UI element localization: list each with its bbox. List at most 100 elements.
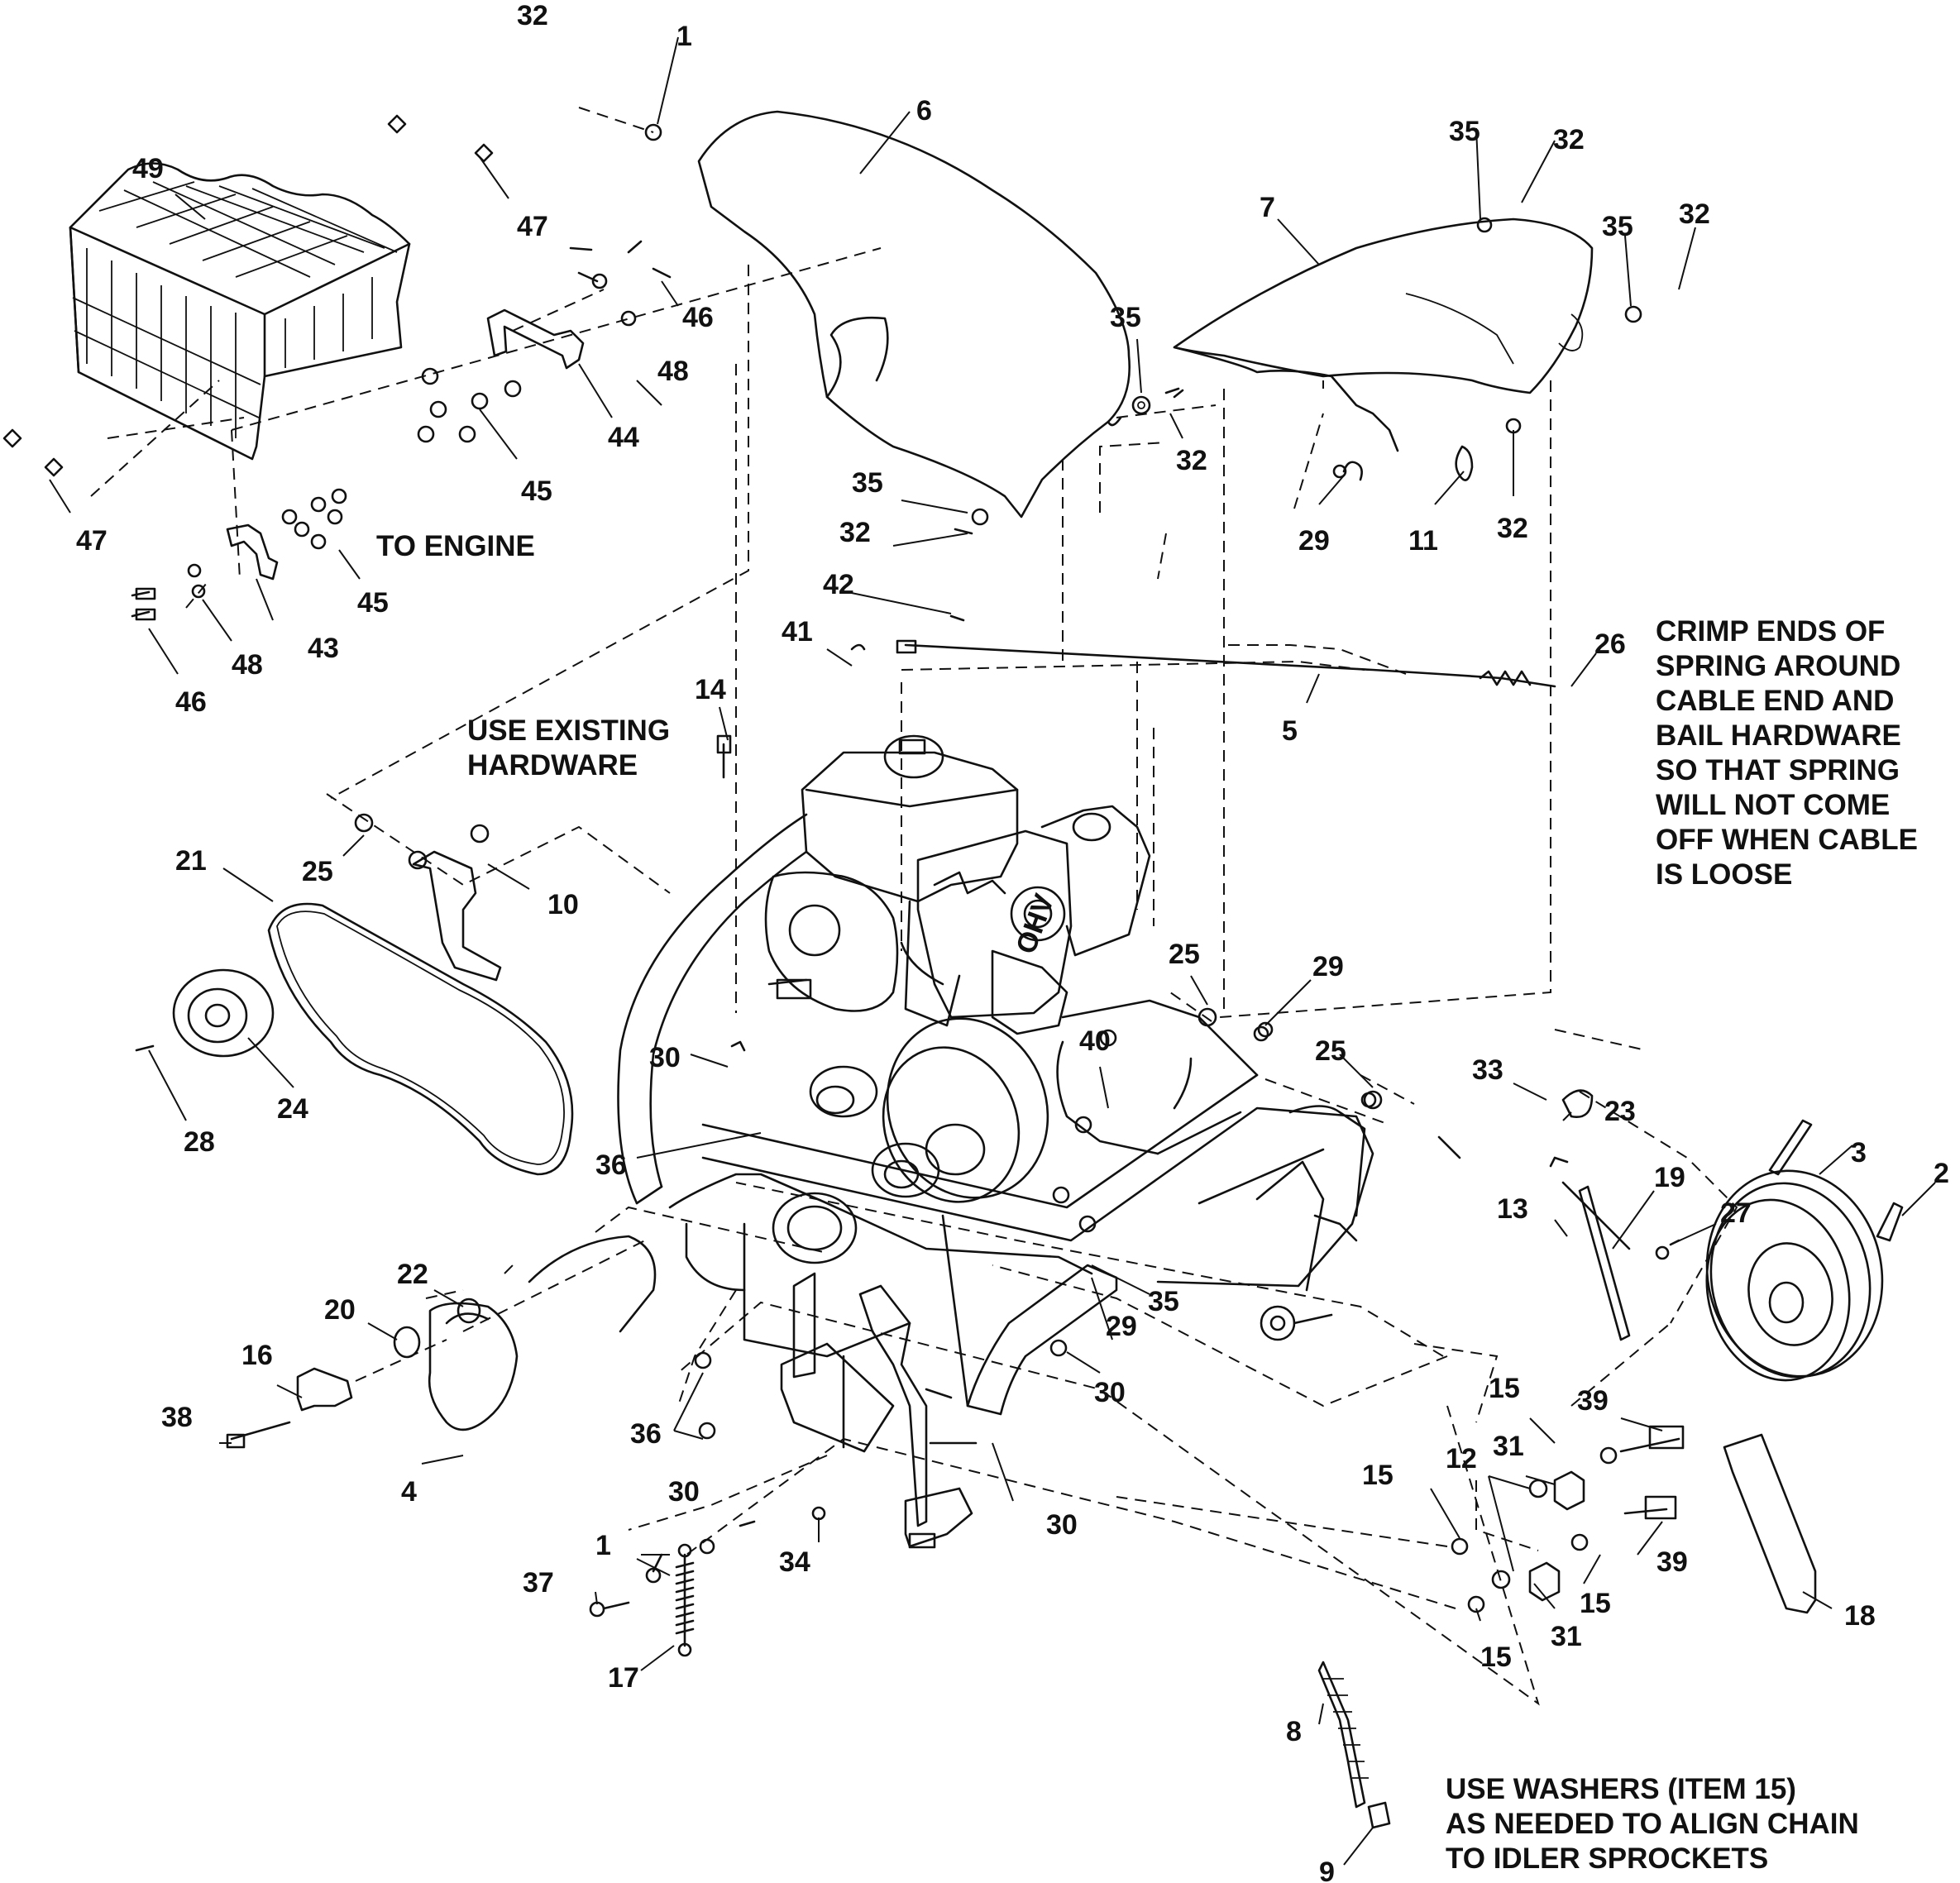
callout-17: 17 <box>608 1662 639 1694</box>
master-link <box>1367 1801 1391 1829</box>
callout-44: 44 <box>608 422 639 453</box>
callout-10: 10 <box>547 889 579 920</box>
drive-wheel <box>1705 1169 1904 1382</box>
callout-47: 47 <box>517 211 548 242</box>
note-crimp-line-2: SPRING AROUND <box>1656 650 1900 682</box>
bracket-44 <box>486 308 585 370</box>
callout-41: 41 <box>782 616 813 648</box>
note-crimp-line-4: BAIL HARDWARE <box>1656 719 1901 752</box>
callout-12: 12 <box>1446 1443 1477 1474</box>
callout-16: 16 <box>241 1340 273 1371</box>
callout-30: 30 <box>668 1476 700 1508</box>
callout-9: 9 <box>1319 1857 1335 1883</box>
callout-46: 46 <box>682 302 714 333</box>
callout-15: 15 <box>1480 1642 1512 1673</box>
callout-42: 42 <box>823 569 854 600</box>
callout-30: 30 <box>1046 1509 1078 1541</box>
callout-35: 35 <box>852 467 883 499</box>
assembly-lines <box>90 107 1738 1706</box>
callout-23: 23 <box>1604 1096 1636 1127</box>
lever-assembly <box>780 1272 978 1549</box>
callout-18: 18 <box>1844 1600 1876 1632</box>
callout-29: 29 <box>1312 951 1344 982</box>
callout-35: 35 <box>1148 1286 1179 1317</box>
callout-26: 26 <box>1594 628 1626 660</box>
callout-1: 1 <box>595 1530 611 1561</box>
callout-11: 11 <box>1408 525 1438 557</box>
engine-badge: OHV <box>1010 890 1060 958</box>
parts-artwork: OHV <box>2 110 1904 1829</box>
note-crimp-line-5: SO THAT SPRING <box>1656 754 1900 786</box>
note-use-existing-line-1: USE EXISTING <box>467 714 670 747</box>
callout-43: 43 <box>308 633 339 664</box>
callout-15: 15 <box>1580 1588 1611 1619</box>
note-crimp-line-1: CRIMP ENDS OF <box>1656 615 1885 648</box>
callout-35: 35 <box>1602 211 1633 242</box>
drive-chain <box>1317 1661 1366 1809</box>
callout-39: 39 <box>1577 1385 1609 1417</box>
tube-guard <box>528 1235 657 1333</box>
note-washers-line-2: AS NEEDED TO ALIGN CHAIN <box>1446 1808 1859 1840</box>
note-crimp-line-6: WILL NOT COME <box>1656 789 1890 821</box>
callout-29: 29 <box>1298 525 1330 557</box>
callout-47: 47 <box>76 525 108 557</box>
callout-30: 30 <box>1094 1377 1126 1408</box>
idler-pulley <box>135 968 275 1058</box>
callout-31: 31 <box>1551 1621 1582 1652</box>
callout-labels: 32 1 6 49 47 46 48 44 45 47 45 43 48 46 … <box>76 0 1949 1883</box>
callout-32: 32 <box>1679 198 1710 230</box>
callout-35: 35 <box>1449 116 1480 147</box>
callout-28: 28 <box>184 1126 215 1158</box>
callout-15: 15 <box>1489 1373 1520 1404</box>
callout-25: 25 <box>302 856 333 887</box>
small-hardware <box>2 114 1813 1618</box>
bracket-16 <box>296 1367 353 1412</box>
clutch-assembly <box>772 1017 1049 1264</box>
callout-31: 31 <box>1493 1431 1524 1462</box>
callout-7: 7 <box>1260 192 1275 223</box>
callout-32: 32 <box>1553 124 1585 155</box>
callout-38: 38 <box>161 1402 193 1433</box>
callout-32: 32 <box>1497 513 1528 544</box>
callout-36: 36 <box>595 1149 627 1181</box>
mower-frame <box>617 813 1374 1358</box>
spring-26 <box>1479 670 1532 686</box>
callout-30: 30 <box>649 1042 681 1073</box>
callout-13: 13 <box>1497 1193 1528 1225</box>
shaft-19 <box>1578 1185 1631 1341</box>
callout-15: 15 <box>1362 1460 1394 1491</box>
callout-45: 45 <box>357 587 389 619</box>
callout-6: 6 <box>916 95 932 127</box>
leader-lines <box>49 36 1936 1866</box>
note-crimp-line-3: CABLE END AND <box>1656 685 1894 717</box>
callout-46: 46 <box>175 686 207 718</box>
callout-5: 5 <box>1282 715 1298 747</box>
callout-33: 33 <box>1472 1054 1503 1086</box>
handle-tube <box>966 1264 1118 1416</box>
callout-20: 20 <box>324 1294 356 1326</box>
callout-49: 49 <box>132 153 164 184</box>
bracket-43 <box>226 523 279 581</box>
chain-cover <box>1173 217 1594 452</box>
extension-spring <box>675 1543 695 1657</box>
engine: OHV <box>764 734 1151 1035</box>
callout-21: 21 <box>175 845 207 877</box>
throttle-cable <box>904 643 1556 688</box>
callout-40: 40 <box>1079 1025 1111 1057</box>
callout-24: 24 <box>277 1093 308 1125</box>
callout-25: 25 <box>1315 1035 1346 1067</box>
callout-4: 4 <box>401 1476 417 1508</box>
callout-48: 48 <box>232 649 263 681</box>
basket-guard <box>69 162 411 461</box>
callout-48: 48 <box>657 356 689 387</box>
callout-29: 29 <box>1106 1311 1137 1342</box>
note-use-existing-line-2: HARDWARE <box>467 749 638 781</box>
callout-39: 39 <box>1656 1546 1688 1578</box>
bracket-10 <box>412 850 502 982</box>
callout-36: 36 <box>630 1418 662 1450</box>
note-washers-line-1: USE WASHERS (ITEM 15) <box>1446 1773 1796 1805</box>
callout-25: 25 <box>1169 939 1200 970</box>
v-belt <box>267 902 574 1176</box>
callout-14: 14 <box>695 674 726 705</box>
